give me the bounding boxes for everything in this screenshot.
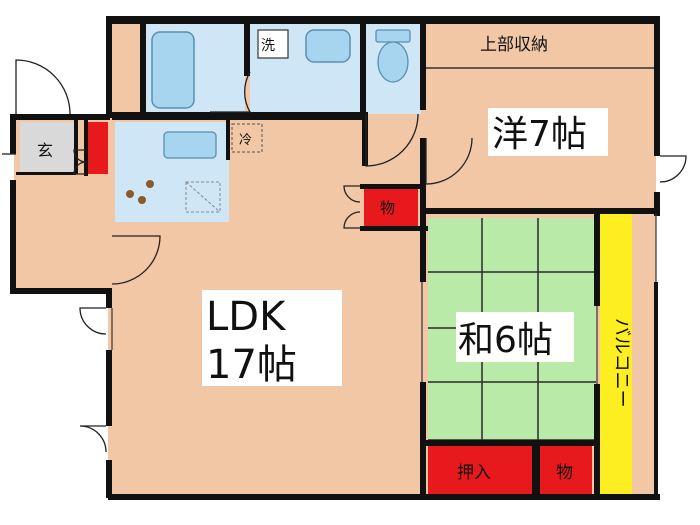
entrance-genkan <box>20 122 74 174</box>
door-swings <box>2 59 687 453</box>
storage-small-1-label: 物 <box>380 199 395 217</box>
ldk-size-label: 17帖 <box>206 342 297 388</box>
entrance-shoe-storage <box>86 122 108 174</box>
ldk-label-box <box>202 290 342 386</box>
sliding-doors <box>111 214 657 384</box>
fridge-label: 冷 <box>239 133 252 148</box>
closet-oshiire-label: 押入 <box>457 463 491 483</box>
western-room-label: 洋7帖 <box>492 114 587 155</box>
japanese-room-label-box <box>456 312 574 362</box>
closet-oshiire <box>428 446 532 496</box>
washer-icon <box>257 29 289 59</box>
appliance-space-diagonal <box>185 181 221 213</box>
toilet-tank-icon <box>375 29 411 43</box>
bathtub-icon <box>151 31 195 109</box>
western-room-label-box <box>488 108 608 156</box>
walls <box>10 16 660 500</box>
toilet-bowl-icon <box>377 41 409 83</box>
fridge-icon <box>231 123 263 153</box>
storage-small-2 <box>540 446 592 496</box>
japanese-room-label: 和6帖 <box>458 320 553 361</box>
appliance-space-icon <box>185 181 221 213</box>
entrance-label: 玄 <box>37 141 53 160</box>
upper-storage-label: 上部収納 <box>480 35 548 55</box>
storage-small-1 <box>364 188 418 228</box>
balcony-label: バルコニー <box>611 318 632 408</box>
kitchen-sink-icon <box>163 131 217 159</box>
washer-label: 洗 <box>261 38 275 54</box>
stove-burners-icon <box>126 180 154 204</box>
wash-basin-icon <box>305 29 351 63</box>
storage-small-2-label: 物 <box>556 463 573 483</box>
ldk-name-label: LDK <box>206 294 287 340</box>
balcony-area <box>600 214 632 496</box>
